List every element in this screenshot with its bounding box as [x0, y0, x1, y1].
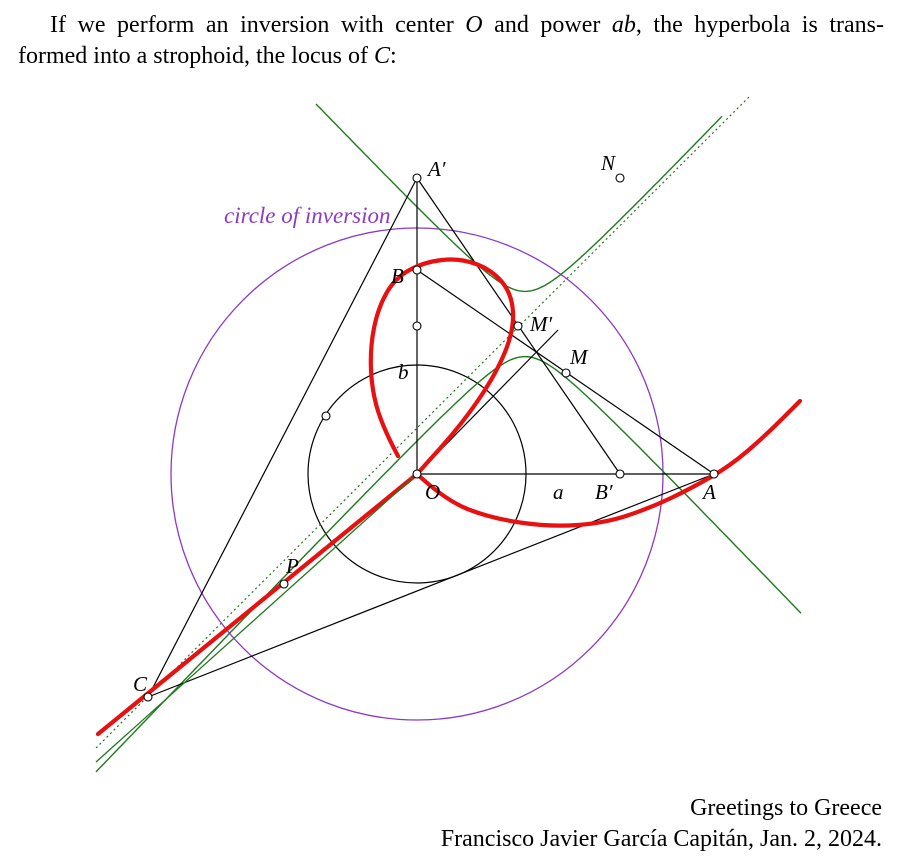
label-B-prime: B′: [595, 480, 613, 504]
label-b: b: [398, 360, 409, 384]
intro-text: If we perform an inversion with center: [50, 12, 466, 38]
line-C-Aprime: [147, 177, 418, 698]
intro-line-1: If we perform an inversion with center O…: [18, 10, 884, 41]
label-C: C: [133, 672, 148, 696]
point-M-prime: [513, 321, 523, 331]
point-N: [615, 173, 625, 183]
label-B: B: [391, 264, 404, 288]
intro-text: formed into a strophoid, the locus of: [18, 43, 374, 69]
intro-text: , the hyperbola is trans-: [635, 12, 884, 38]
signature-greeting: Greetings to Greece: [690, 795, 882, 821]
point-B-prime: [615, 469, 625, 479]
line-C-A: [147, 473, 715, 698]
hyperbola-upper-branch: [315, 103, 723, 293]
point-M: [561, 368, 571, 378]
label-A-prime: A′: [426, 157, 446, 181]
point-C: [143, 692, 153, 702]
label-A: A: [701, 480, 716, 504]
circle-of-inversion-label: circle of inversion: [224, 203, 391, 228]
label-a: a: [553, 480, 564, 504]
strophoid-lower-branch: [414, 398, 803, 528]
point-A: [709, 469, 719, 479]
label-N: N: [600, 151, 616, 175]
signature-author: Francisco Javier García Capitán, Jan. 2,…: [440, 826, 882, 852]
strophoid-lower-left-branch: [95, 471, 420, 737]
asymptote-dotted: [95, 95, 751, 749]
green-line-through-C: [95, 473, 418, 763]
point-mid-b: [412, 321, 422, 331]
hyperbola-lower-branch: [95, 355, 802, 773]
label-P: P: [285, 554, 299, 578]
label-O: O: [425, 480, 440, 504]
point-P: [279, 579, 289, 589]
intro-math-C: C: [373, 43, 390, 69]
point-tangent: [321, 411, 331, 421]
intro-text: and power: [482, 12, 612, 38]
label-M: M: [569, 345, 589, 369]
label-M-prime: M′: [529, 312, 552, 336]
intro-math-ab: ab: [611, 12, 636, 38]
intro-math-O: O: [465, 12, 483, 38]
point-B: [412, 265, 422, 275]
point-A-prime: [412, 173, 422, 183]
points: [143, 173, 719, 702]
intro-line-2: formed into a strophoid, the locus of C:: [18, 43, 397, 69]
intro-paragraph: If we perform an inversion with center O…: [18, 10, 884, 72]
point-O: [412, 469, 422, 479]
strophoid-loop: [368, 257, 516, 477]
intro-text: :: [389, 43, 397, 69]
